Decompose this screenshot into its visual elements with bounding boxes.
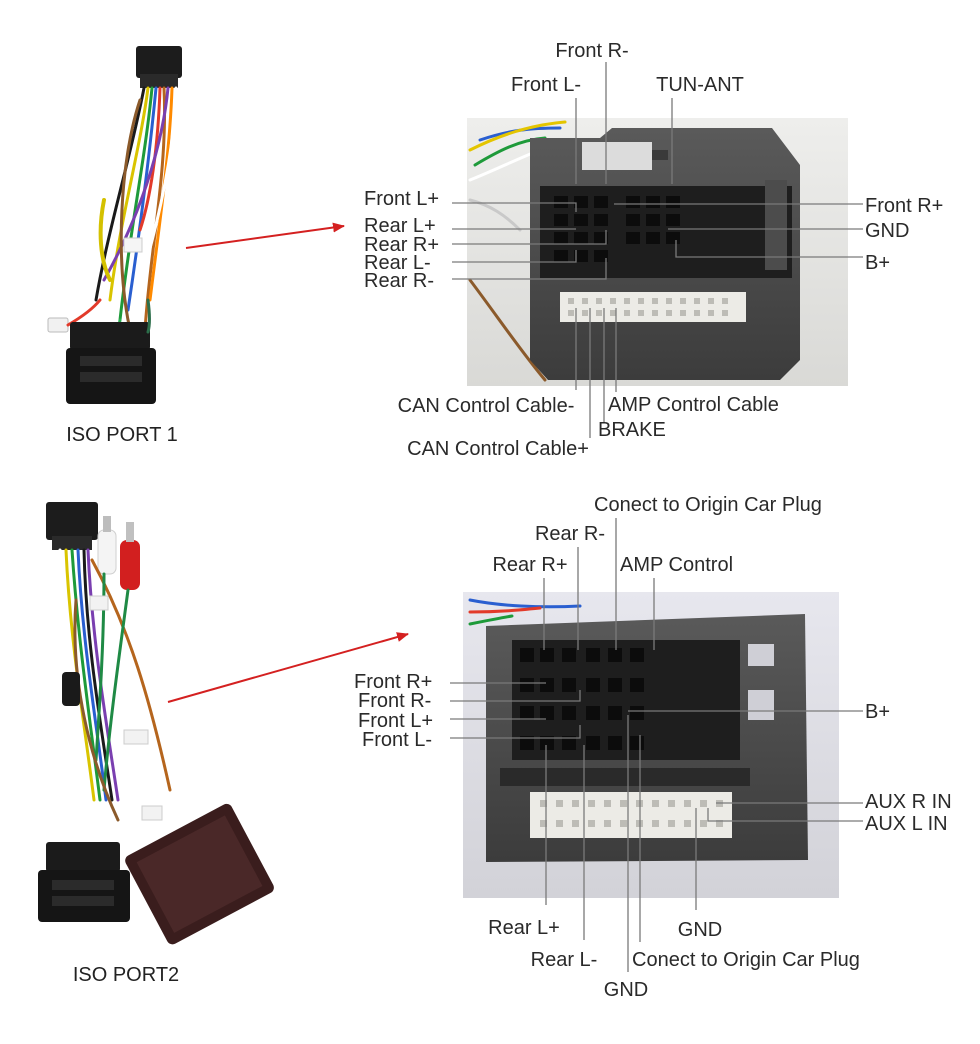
label-1-rear-l-minus: Rear L- <box>364 252 431 274</box>
iso-port-2-caption: ISO PORT2 <box>73 964 179 986</box>
label-2-gnd-bottom: GND <box>604 979 648 1001</box>
label-1-brake: BRAKE <box>598 419 666 441</box>
iso-port-1-harness <box>47 46 182 404</box>
label-1-can-control-cable-plus: CAN Control Cable+ <box>407 438 589 460</box>
leader-lines-1 <box>452 62 863 438</box>
label-1-tun-ant: TUN-ANT <box>656 74 744 96</box>
iso-port-2-harness <box>38 502 274 945</box>
label-1-rear-r-minus: Rear R- <box>364 270 434 292</box>
label-2-gnd-right: GND <box>678 919 722 941</box>
label-2-conect-to-origin-car-plug-top: Conect to Origin Car Plug <box>594 494 822 516</box>
label-1-can-control-cable-minus: CAN Control Cable- <box>398 395 575 417</box>
label-2-amp-control: AMP Control <box>620 554 733 576</box>
label-1-rear-r-plus: Rear R+ <box>364 234 439 256</box>
label-2-rear-r-plus: Rear R+ <box>492 554 567 576</box>
leader-lines-2 <box>450 518 863 972</box>
label-1-front-r-minus: Front R- <box>555 40 628 62</box>
iso-port-1-caption: ISO PORT 1 <box>66 424 178 446</box>
label-1-gnd: GND <box>865 220 909 242</box>
label-2-front-r-minus: Front R- <box>358 690 431 712</box>
label-1-amp-control-cable: AMP Control Cable <box>608 394 779 416</box>
label-2-b-plus: B+ <box>865 701 890 723</box>
label-2-rear-l-minus: Rear L- <box>531 949 598 971</box>
label-2-conect-to-origin-car-plug-bottom: Conect to Origin Car Plug <box>632 949 860 971</box>
label-1-front-l-minus: Front L- <box>511 74 581 96</box>
label-2-front-r-plus: Front R+ <box>354 671 432 693</box>
iso-port-1-connector-photo <box>467 118 848 386</box>
label-1-front-l-plus: Front L+ <box>364 188 439 210</box>
label-1-front-r-plus: Front R+ <box>865 195 943 217</box>
label-2-front-l-minus: Front L- <box>362 729 432 751</box>
label-2-front-l-plus: Front L+ <box>358 710 433 732</box>
label-1-rear-l-plus: Rear L+ <box>364 215 436 237</box>
label-2-rear-r-minus: Rear R- <box>535 523 605 545</box>
label-2-aux-r-in: AUX R IN <box>865 791 952 813</box>
iso-port-2-connector-photo <box>463 592 839 898</box>
red-arrow-1 <box>185 222 345 249</box>
red-arrow-2 <box>167 632 409 703</box>
label-2-rear-l-plus: Rear L+ <box>488 917 560 939</box>
label-2-aux-l-in: AUX L IN <box>865 813 948 835</box>
label-1-b-plus: B+ <box>865 252 890 274</box>
